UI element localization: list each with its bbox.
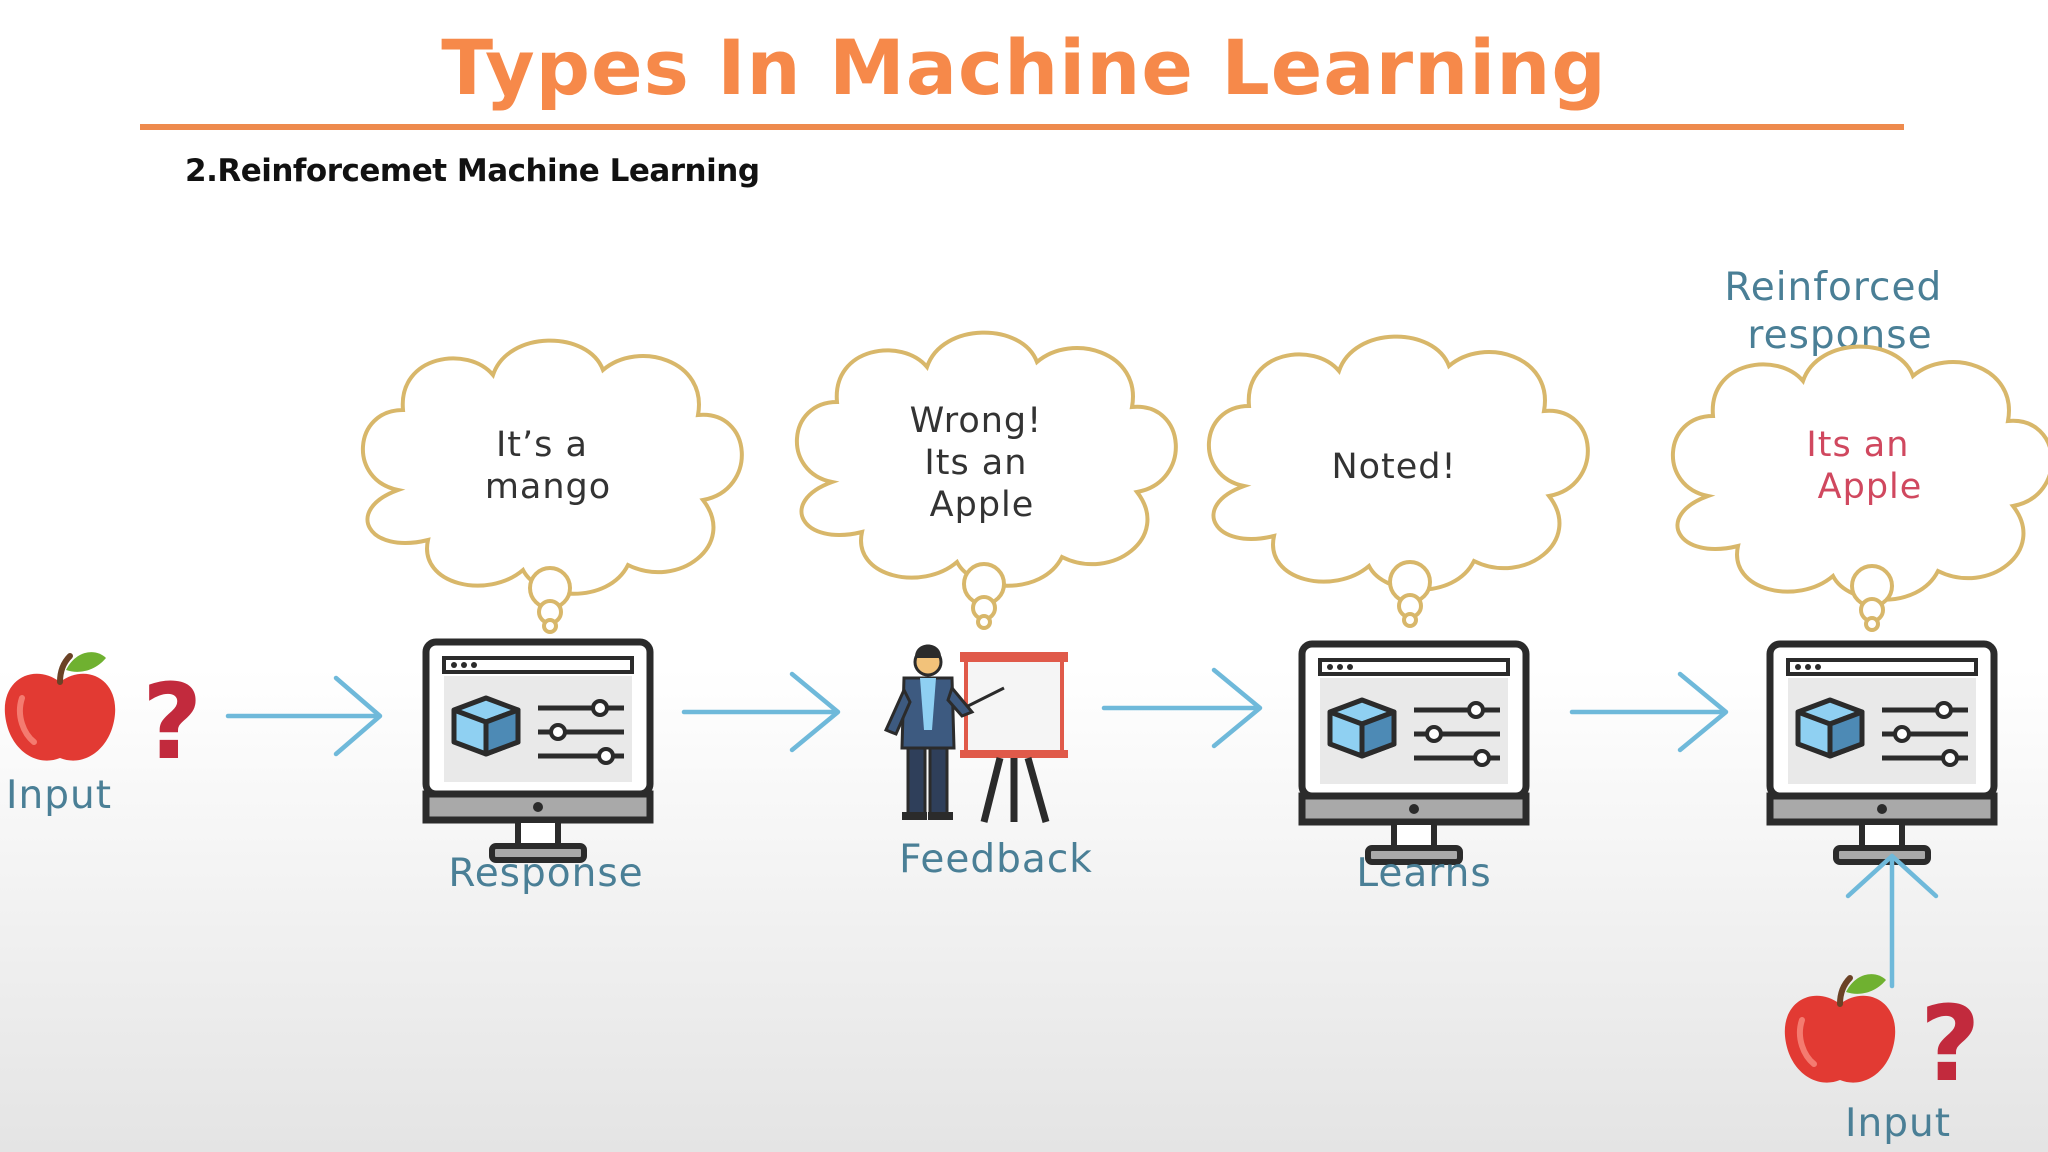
reinforced-thought-line-2: Apple: [1818, 467, 1923, 507]
arrow-right-icon: [225, 675, 383, 757]
computer-monitor-icon: [426, 642, 650, 860]
slide-title: Types In Machine Learning: [441, 23, 1607, 112]
arrow-right-icon: [1569, 671, 1729, 753]
presenter-icon: [883, 644, 1068, 823]
reinforced-thought-cloud: Its an Apple: [1670, 344, 2048, 632]
feedback-thought-line-3: Apple: [930, 485, 1035, 525]
response-thought-line-2: mango: [485, 467, 611, 507]
input-label-bottom: Input: [1845, 1101, 1951, 1146]
reinforced-thought-line-1: Its an: [1806, 425, 1909, 465]
computer-monitor-icon: [1770, 644, 1994, 862]
feedback-thought-cloud: Wrong! Its an Apple: [794, 330, 1178, 630]
reinforced-response-line-1: Reinforced: [1724, 265, 1942, 310]
arrow-right-icon: [1101, 667, 1263, 749]
title-divider: [140, 124, 1904, 130]
feedback-thought-line-2: Its an: [924, 443, 1027, 483]
learns-thought-cloud: Noted!: [1206, 334, 1590, 628]
arrow-right-icon: [681, 671, 841, 753]
svg-text:Wrong! Its an Appl: Wrong! Its an Apple: [910, 401, 1055, 525]
response-thought-cloud: It’s a mango: [360, 338, 744, 634]
feedback-thought-line-1: Wrong!: [910, 401, 1043, 441]
svg-text:It’s a mango: It’s a mango: [485, 425, 611, 507]
slide-subtitle: 2.Reinforcemet Machine Learning: [185, 153, 760, 189]
svg-text:Its an Apple: Its an Apple: [1806, 425, 1922, 507]
input-label: Input: [6, 773, 112, 818]
learns-thought-text: Noted!: [1331, 447, 1456, 487]
response-thought-line-1: It’s a: [496, 425, 588, 465]
reinforced-response-label: Reinforced response: [1724, 265, 1955, 358]
computer-monitor-icon: [1302, 644, 1526, 862]
question-mark-icon: ?: [142, 661, 202, 783]
question-mark-icon: ?: [1920, 983, 1980, 1105]
feedback-label: Feedback: [899, 837, 1093, 882]
response-label: Response: [448, 851, 643, 896]
learns-label: Learns: [1356, 851, 1491, 896]
apple-icon: [5, 652, 115, 760]
apple-icon: [1785, 974, 1895, 1082]
arrow-up-icon: [1845, 853, 1939, 989]
